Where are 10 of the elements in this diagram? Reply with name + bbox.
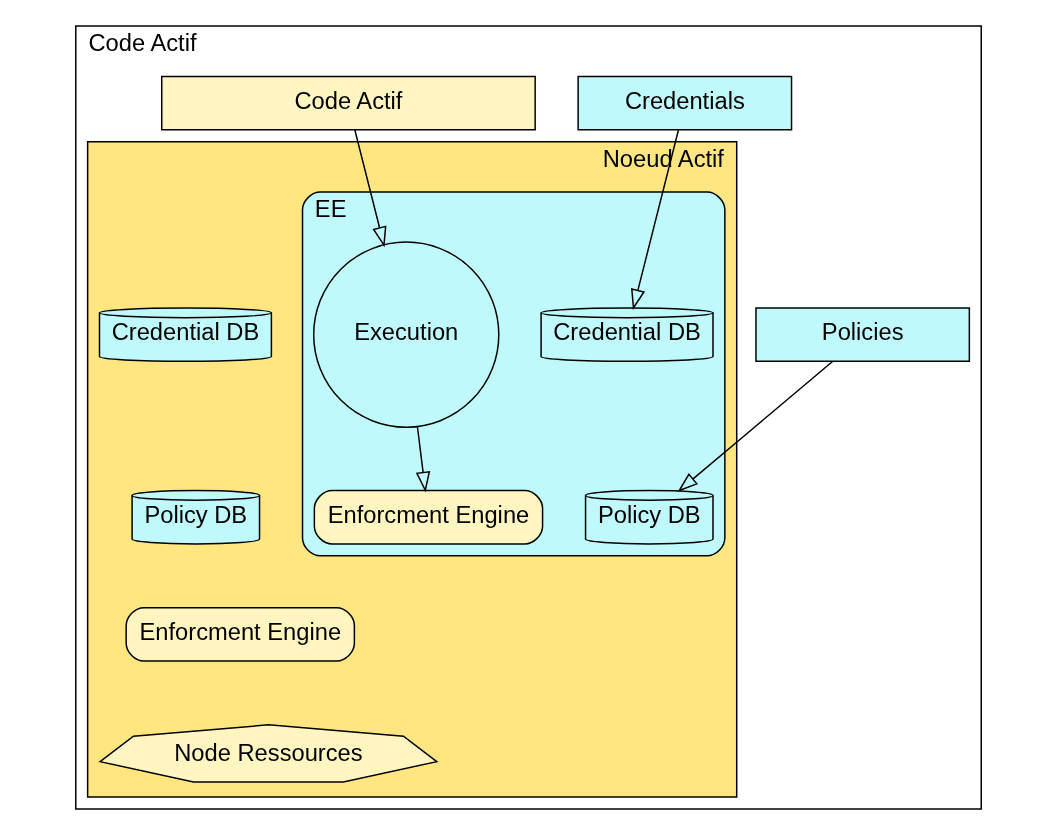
arrow	[677, 360, 834, 492]
node-box: Code Actif	[161, 75, 536, 131]
node-box: Enforcment Engine	[313, 489, 544, 545]
node-box: Enforcment Engine	[125, 606, 356, 662]
arrow	[415, 425, 431, 493]
arrow	[354, 129, 387, 248]
node-circle: Execution	[312, 241, 500, 428]
node-box: Policies	[755, 307, 971, 363]
arrow	[630, 129, 680, 310]
node-box: Credentials	[577, 75, 793, 131]
